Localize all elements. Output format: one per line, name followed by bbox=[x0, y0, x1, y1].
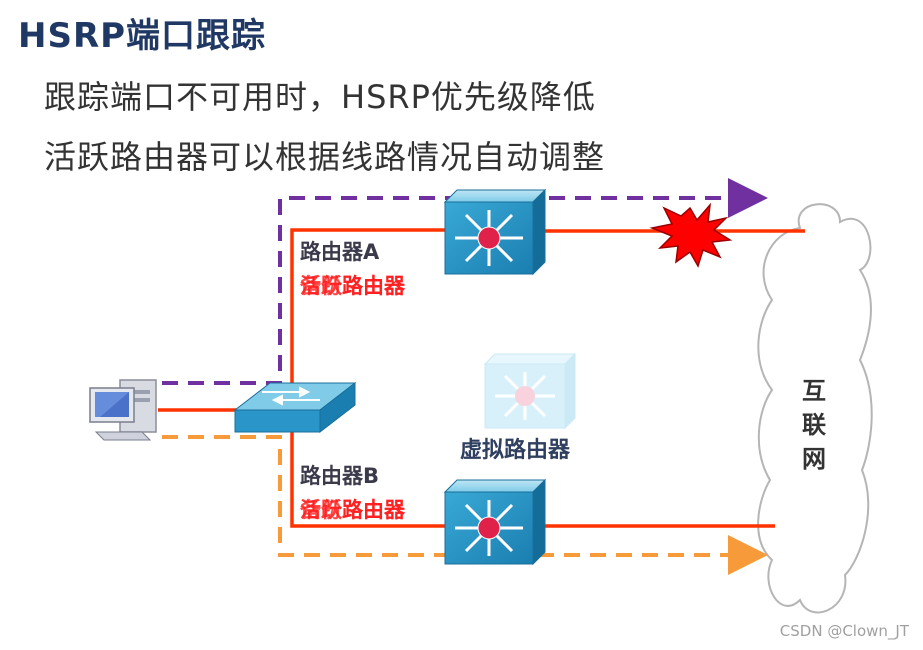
router-a-role-under: 备份路由器 bbox=[300, 274, 405, 298]
bullet-2: 活跃路由器可以根据线路情况自动调整 bbox=[44, 138, 606, 176]
slide-title: HSRP端口跟踪 bbox=[18, 16, 267, 56]
internet-label: 互联网 bbox=[802, 377, 826, 473]
router-b-role-under: 备份路由器 bbox=[300, 498, 405, 522]
physical-links bbox=[158, 228, 805, 528]
pc-icon bbox=[89, 379, 157, 441]
router-a-icon bbox=[443, 188, 547, 276]
switch-router-b-link bbox=[290, 432, 445, 528]
watermark: CSDN @Clown_JT bbox=[779, 622, 909, 640]
bullet-1: 跟踪端口不可用时，HSRP优先级降低 bbox=[44, 78, 596, 116]
virtual-router-icon bbox=[483, 352, 577, 430]
switch-icon bbox=[233, 381, 357, 434]
internet-cloud bbox=[757, 203, 873, 614]
switch-router-a-link bbox=[290, 228, 445, 388]
virtual-router-label: 虚拟路由器 bbox=[460, 438, 571, 463]
link-failure-starburst bbox=[649, 202, 733, 268]
router-a-role-over: 活跃路由器 bbox=[300, 274, 405, 298]
router-b-name: 路由器B bbox=[300, 464, 380, 488]
router-a-name: 路由器A bbox=[300, 240, 380, 264]
router-b-icon bbox=[443, 478, 547, 566]
traffic-path-a bbox=[162, 178, 768, 385]
router-b-role-over: 活跃路由器 bbox=[300, 498, 405, 522]
